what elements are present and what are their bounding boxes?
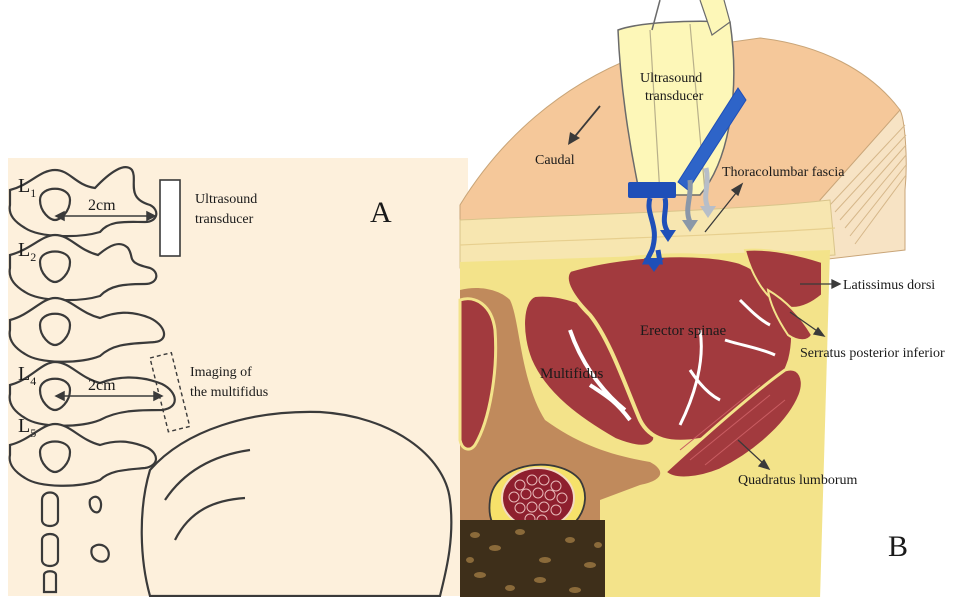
spinous-process-l4 xyxy=(38,377,72,412)
muscle-striations xyxy=(679,384,786,466)
vertebra-label-l4: L4 xyxy=(18,363,36,388)
beam-arrow-grey-1 xyxy=(685,179,693,223)
panel-label-a: A xyxy=(370,196,392,229)
vertebra-l2 xyxy=(8,233,158,302)
caudal-arrowhead xyxy=(568,132,580,145)
quadratus-lumborum-label: Quadratus lumborum xyxy=(738,473,857,488)
pointer-serratus xyxy=(789,311,821,334)
probe-label-line1: Ultrasound xyxy=(640,71,702,86)
erector-spinae-label: Erector spinae xyxy=(640,323,727,339)
caudal-arrow xyxy=(571,105,601,141)
ultrasound-probe xyxy=(617,0,747,272)
sacrum-segment xyxy=(42,570,58,594)
distance-label-top: 2cm xyxy=(88,197,116,214)
arrowhead xyxy=(730,182,744,197)
contralateral-muscle xyxy=(458,297,498,451)
beam-arrow-blue-2 xyxy=(661,197,671,234)
transducer-label-a-line2: transducer xyxy=(195,212,254,227)
vertebra-labels: L1 L2 L4 L5 xyxy=(18,175,36,440)
spinous-process-l3 xyxy=(38,312,72,347)
caudal-label: Caudal xyxy=(535,153,575,168)
multifidus-label: Multifidus xyxy=(540,366,604,382)
iliac-crest xyxy=(140,410,453,598)
iliac-inner-line xyxy=(174,496,246,541)
vertebra-label-l1: L1 xyxy=(18,175,36,200)
probe-tip xyxy=(628,182,676,198)
skin-layer-edge xyxy=(819,109,907,261)
arrowhead xyxy=(757,458,771,471)
beam-arrowhead xyxy=(700,206,716,218)
vertebra-label-l2: L2 xyxy=(18,239,36,264)
beam-arrowhead xyxy=(660,230,676,242)
vertebra-l5 xyxy=(8,422,157,487)
sacral-foramen xyxy=(90,543,110,563)
spinous-process-l5 xyxy=(38,440,72,474)
panel-b: Ultrasound transducer Caudal Thoracolumb… xyxy=(458,0,945,600)
vertebra-l1 xyxy=(8,166,158,238)
probe-body xyxy=(617,20,735,196)
arrowhead xyxy=(146,210,157,222)
pointer-fascia xyxy=(704,187,741,233)
thoracolumbar-fascia-label: Thoracolumbar fascia xyxy=(722,165,845,180)
probe-cable xyxy=(699,0,731,36)
distance-markers xyxy=(54,210,164,402)
sacrum-segment xyxy=(40,532,60,568)
pointer-quadratus xyxy=(737,439,766,466)
serratus-label: Serratus posterior inferior xyxy=(800,346,945,361)
arrowhead xyxy=(54,390,65,402)
vertebral-bone xyxy=(460,288,661,520)
skin-layer-lines xyxy=(829,124,907,245)
beam-arrow-grey-2 xyxy=(703,167,711,210)
imaging-label-line1: Imaging of xyxy=(190,365,252,380)
label-pointers xyxy=(704,182,842,471)
sacrum-segment xyxy=(40,491,60,528)
probe-label-line2: transducer xyxy=(645,89,704,104)
arrowhead xyxy=(831,278,842,290)
arrowhead xyxy=(54,210,65,222)
distance-label-bottom: 2cm xyxy=(88,377,116,394)
arrowhead xyxy=(153,390,164,402)
beam-arrowhead xyxy=(682,220,698,232)
latissimus-dorsi-muscle xyxy=(743,248,823,309)
lumbar-spine xyxy=(8,166,453,598)
serratus-muscle xyxy=(766,288,814,342)
imaging-label-line2: the multifidus xyxy=(190,385,268,400)
arrowhead xyxy=(812,326,826,337)
latissimus-dorsi-label: Latissimus dorsi xyxy=(843,278,935,293)
transducer-label-a-line1: Ultrasound xyxy=(195,192,257,207)
spinous-process-l2 xyxy=(38,250,72,284)
vertebra-label-l5: L5 xyxy=(18,415,36,440)
vertebral-body xyxy=(460,520,605,600)
panel-a: L1 L2 L4 L5 2cm 2cm Ultrasound transduce… xyxy=(8,158,468,598)
erector-spinae-tendon xyxy=(678,298,776,426)
fat-line xyxy=(459,227,836,246)
caudal-indicator xyxy=(568,105,601,145)
iliac-inner-line xyxy=(164,448,251,501)
panel-label-b: B xyxy=(888,530,908,563)
probe-cable-line xyxy=(651,0,661,31)
multifidus-tendon xyxy=(568,329,632,422)
vertebral-body-texture xyxy=(466,529,602,593)
transducer-box xyxy=(159,179,181,257)
beam-arrowhead xyxy=(644,258,664,272)
sacral-foramen xyxy=(88,495,103,514)
